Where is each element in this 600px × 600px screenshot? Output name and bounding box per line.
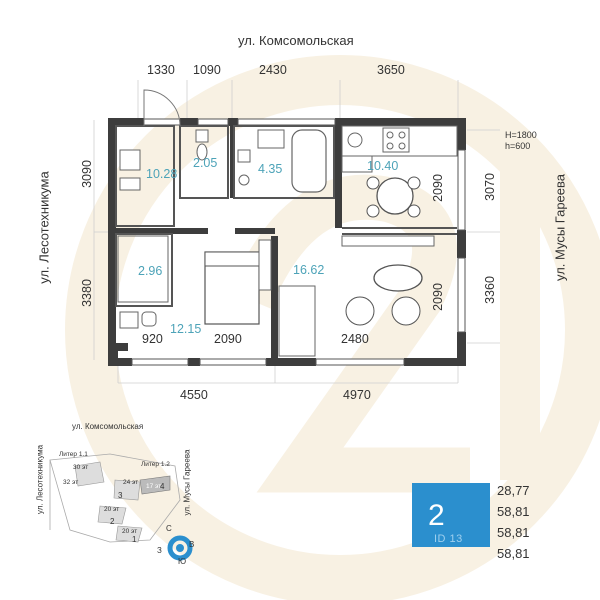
minimap-floor-5: 20 эт — [122, 528, 138, 535]
minimap-floor-6: 17 эт — [146, 483, 162, 490]
minimap-street-left: ул. Лесотехникума — [35, 444, 45, 515]
dim-top-3: 2430 — [259, 63, 287, 77]
area-value-3: 58,81 — [497, 525, 530, 540]
minimap-section-2: 2 — [110, 517, 115, 526]
dim-top-2: 1090 — [193, 63, 221, 77]
minimap-floor-2: 32 эт — [63, 479, 79, 486]
minimap-section-4: 4 — [160, 482, 165, 491]
window-height-H: H=1800 — [505, 130, 537, 140]
minimap-floor-3: 24 эт — [123, 479, 139, 486]
compass-north: С — [166, 524, 172, 533]
room-area-bedroom: 12.15 — [170, 322, 202, 336]
room-area-kitchen: 10.40 — [367, 159, 399, 173]
minimap-section-1: 1 — [132, 535, 137, 544]
compass-west: З — [157, 546, 162, 555]
dim-living-window: 2090 — [431, 283, 445, 311]
room-area-bath: 4.35 — [258, 162, 283, 176]
dim-bath-bottom: 920 — [142, 332, 163, 346]
area-value-1: 28,77 — [497, 483, 530, 498]
rooms-count: 2 — [428, 499, 445, 532]
minimap-section-3: 3 — [118, 491, 123, 500]
minimap-floor-4: 20 эт — [104, 506, 120, 513]
site-minimap — [49, 453, 193, 561]
room-area-living: 16.62 — [293, 263, 325, 277]
dim-top-1: 1330 — [147, 63, 175, 77]
dim-top-4: 3650 — [377, 63, 405, 77]
room-area-hall: 10.28 — [146, 167, 178, 181]
street-top-label: ул. Комсомольская — [238, 33, 354, 48]
minimap-street-right: ул. Мусы Гареева — [182, 449, 192, 516]
area-value-4: 58,81 — [497, 546, 530, 561]
dim-living-bottom: 2480 — [341, 332, 369, 346]
compass-south: Ю — [178, 557, 187, 566]
minimap-litera-2: Литер 1.2 — [141, 461, 170, 468]
minimap-floor-1: 30 эт — [73, 464, 89, 471]
room-area-wardrobe: 2.96 — [138, 264, 163, 278]
dim-bottom-2: 4970 — [343, 388, 371, 402]
badge-id-label: ID 13 — [434, 533, 463, 545]
dim-bedroom-bottom: 2090 — [214, 332, 242, 346]
minimap-litera-1: Литер 1.1 — [59, 451, 88, 458]
dim-bottom-1: 4550 — [180, 388, 208, 402]
area-value-2: 58,81 — [497, 504, 530, 519]
compass-east: В — [189, 540, 195, 549]
dim-kitchen-window: 2090 — [431, 174, 445, 202]
window-height-h: h=600 — [505, 141, 531, 151]
rooms-badge: 2 ID 13 — [412, 483, 490, 547]
room-area-wc: 2.05 — [193, 156, 218, 170]
areas-list: 28,77 58,81 58,81 58,81 — [497, 480, 530, 564]
minimap-street-top: ул. Комсомольская — [72, 422, 144, 431]
